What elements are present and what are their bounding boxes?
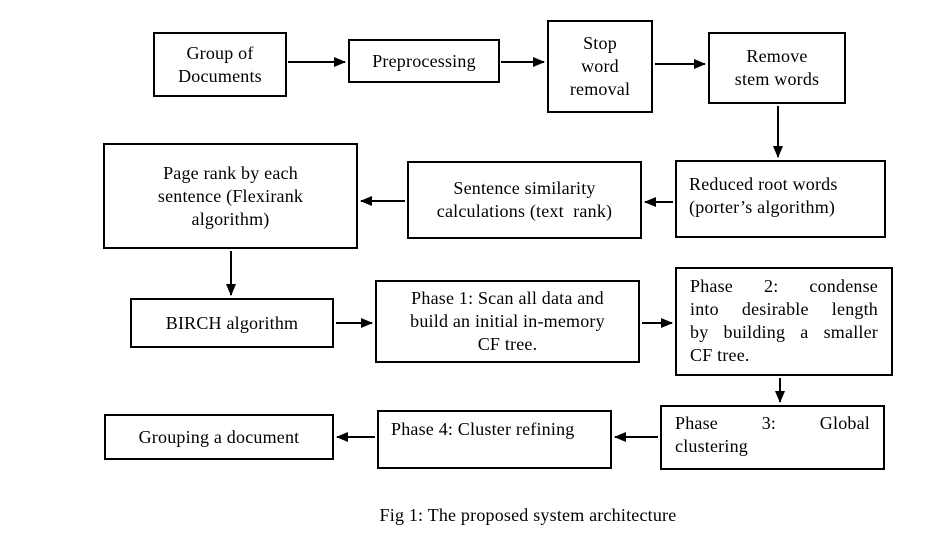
node-grouping-a-document: Grouping a document	[104, 414, 334, 460]
node-phase4: Phase 4: Cluster refining	[377, 410, 612, 469]
node-preprocessing: Preprocessing	[348, 39, 500, 83]
node-birch-algorithm: BIRCH algorithm	[130, 298, 334, 348]
figure-caption: Fig 1: The proposed system architecture	[379, 505, 677, 525]
node-reduced-root-words: Reduced root words(porter’s algorithm)	[675, 160, 886, 238]
